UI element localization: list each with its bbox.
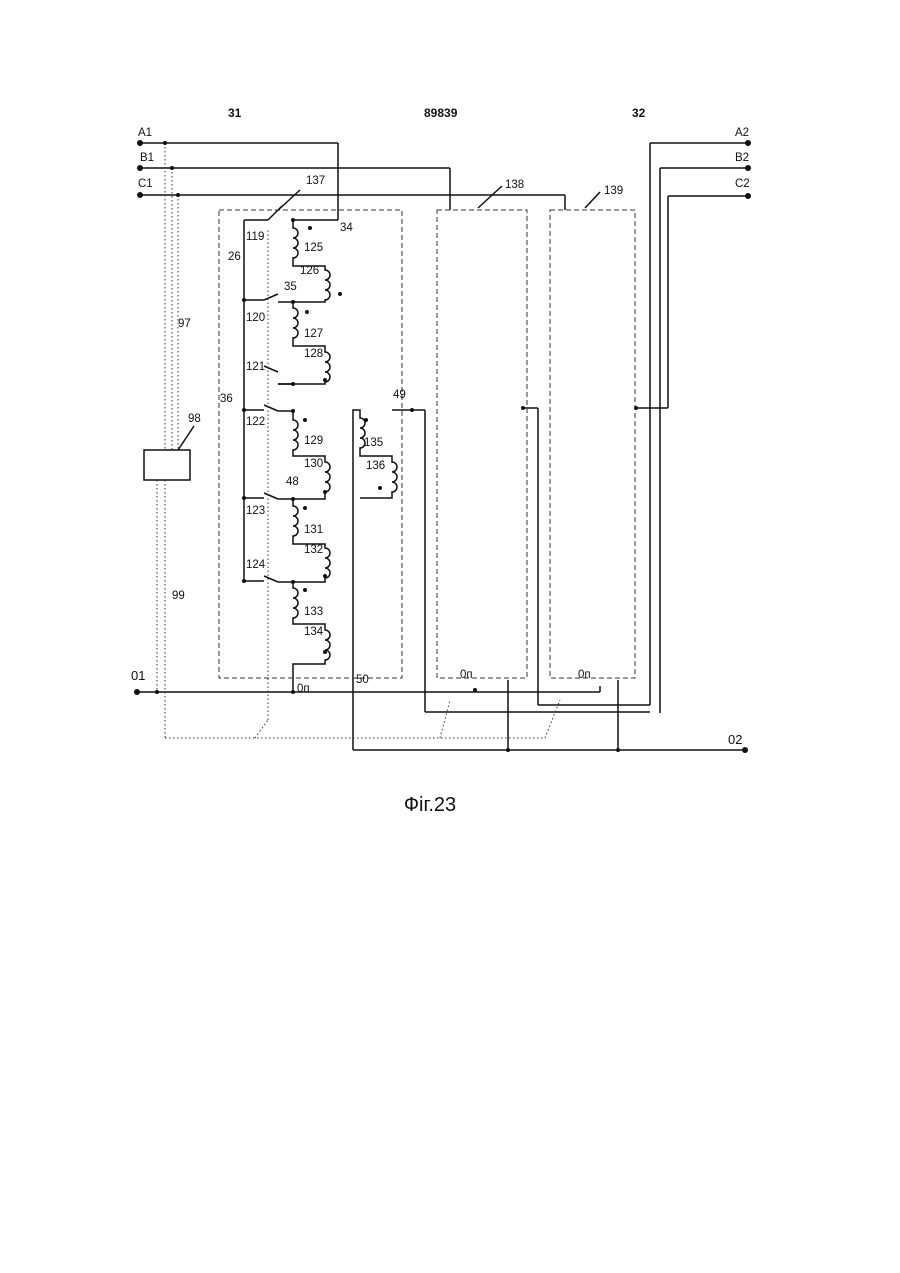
label-123: 123 xyxy=(246,505,265,517)
label-120: 120 xyxy=(246,312,265,324)
label-129: 129 xyxy=(304,435,323,447)
terminal-b2-label: B2 xyxy=(735,152,749,164)
header-document-number: 89839 xyxy=(424,106,457,120)
terminal-02-dot xyxy=(742,747,748,753)
label-26: 26 xyxy=(228,251,241,263)
label-126: 126 xyxy=(300,265,319,277)
label-34: 34 xyxy=(340,222,353,234)
label-133: 133 xyxy=(304,606,323,618)
header-left-number: 31 xyxy=(228,106,241,120)
block-138 xyxy=(437,210,527,678)
terminal-b2-dot xyxy=(745,165,751,171)
label-36: 36 xyxy=(220,393,233,405)
terminal-02-label: 02 xyxy=(728,734,742,746)
label-137: 137 xyxy=(306,175,325,187)
label-132: 132 xyxy=(304,544,323,556)
label-130: 130 xyxy=(304,458,323,470)
label-0p-block-139: 0п xyxy=(578,669,591,681)
terminal-c1-dot xyxy=(137,192,143,198)
label-50: 50 xyxy=(356,674,369,686)
label-0p-block-31: 0п xyxy=(297,683,310,695)
label-48: 48 xyxy=(286,476,299,488)
label-99: 99 xyxy=(172,590,185,602)
terminal-01-label: 01 xyxy=(131,670,145,682)
label-127: 127 xyxy=(304,328,323,340)
label-125: 125 xyxy=(304,242,323,254)
terminal-c1-label: C1 xyxy=(138,178,153,190)
terminal-01-dot xyxy=(134,689,140,695)
terminal-a1-dot xyxy=(137,140,143,146)
terminal-b1-dot xyxy=(137,165,143,171)
terminal-c2-label: C2 xyxy=(735,178,750,190)
label-97: 97 xyxy=(178,318,191,330)
label-136: 136 xyxy=(366,460,385,472)
label-138: 138 xyxy=(505,179,524,191)
label-98: 98 xyxy=(188,413,201,425)
terminal-a2-dot xyxy=(745,140,751,146)
label-119: 119 xyxy=(246,231,264,243)
label-122: 122 xyxy=(246,416,265,428)
header-right-number: 32 xyxy=(632,106,645,120)
label-135: 135 xyxy=(364,437,383,449)
label-35: 35 xyxy=(284,281,297,293)
terminal-a2-label: A2 xyxy=(735,127,749,139)
label-139: 139 xyxy=(604,185,623,197)
label-131: 131 xyxy=(304,524,323,536)
label-0p-block-138: 0п xyxy=(460,669,473,681)
coil-135-136 xyxy=(353,410,397,692)
label-49: 49 xyxy=(393,389,406,401)
terminal-b1-label: B1 xyxy=(140,152,154,164)
block-139 xyxy=(550,210,635,678)
label-134: 134 xyxy=(304,626,323,638)
control-box-98 xyxy=(144,450,190,480)
terminal-a1-label: A1 xyxy=(138,127,152,139)
figure-caption: Фiг.23 xyxy=(0,794,860,817)
terminal-c2-dot xyxy=(745,193,751,199)
label-128: 128 xyxy=(304,348,323,360)
label-121: 121 xyxy=(246,361,265,373)
label-124: 124 xyxy=(246,559,265,571)
